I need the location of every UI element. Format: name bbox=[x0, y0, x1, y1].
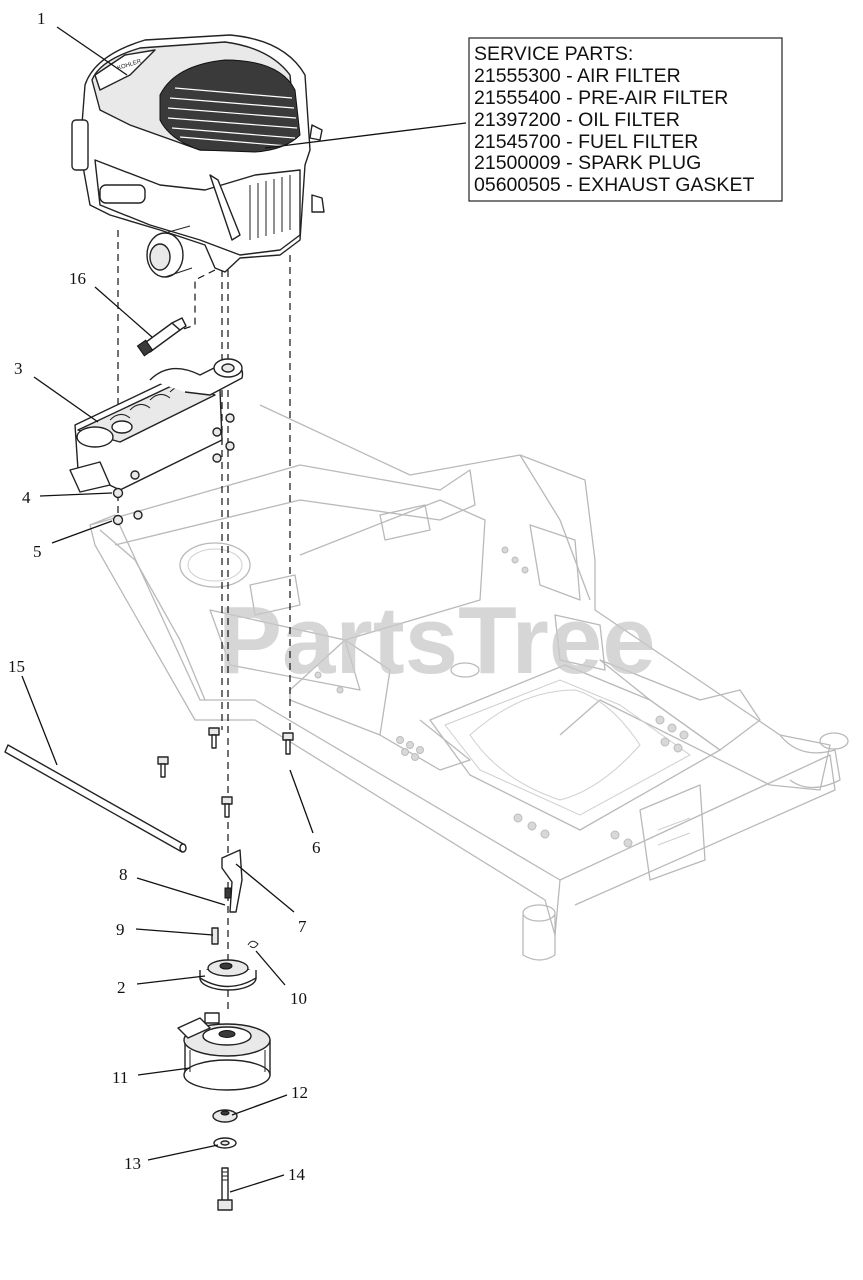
callout-4: 4 bbox=[22, 488, 31, 507]
service-part-air-filter: 21555300 - AIR FILTER bbox=[474, 65, 681, 87]
lock-washer-4 bbox=[112, 487, 124, 499]
callout-13: 13 bbox=[124, 1154, 141, 1173]
engine-bolts bbox=[157, 727, 294, 818]
nut-5 bbox=[112, 514, 124, 526]
callout-3: 3 bbox=[14, 359, 23, 378]
electric-clutch bbox=[177, 1012, 271, 1091]
leader-lines bbox=[21, 26, 467, 1193]
clutch-bolt bbox=[217, 1167, 233, 1211]
service-part-exhaust-gasket: 05600505 - EXHAUST GASKET bbox=[474, 174, 754, 196]
spark-plug bbox=[136, 317, 187, 357]
service-part-fuel-filter: 21545700 - FUEL FILTER bbox=[474, 131, 698, 153]
service-part-oil-filter: 21397200 - OIL FILTER bbox=[474, 109, 680, 131]
callout-15: 15 bbox=[8, 657, 25, 676]
service-part-spark-plug: 21500009 - SPARK PLUG bbox=[474, 152, 701, 174]
service-part-pre-air-filter: 21555400 - PRE-AIR FILTER bbox=[474, 87, 728, 109]
callout-16: 16 bbox=[69, 269, 86, 288]
callout-6: 6 bbox=[312, 838, 321, 857]
callout-10: 10 bbox=[290, 989, 307, 1008]
service-parts-box: SERVICE PARTS: 21555300 - AIR FILTER 215… bbox=[468, 37, 783, 202]
muffler bbox=[69, 358, 244, 493]
hardware-nuts bbox=[112, 413, 235, 526]
callout-7: 7 bbox=[298, 917, 307, 936]
retaining-clip bbox=[247, 940, 259, 949]
callout-14: 14 bbox=[288, 1165, 306, 1184]
callout-1: 1 bbox=[37, 9, 46, 28]
callout-12: 12 bbox=[291, 1083, 308, 1102]
clutch-bracket bbox=[221, 849, 243, 913]
callout-2: 2 bbox=[117, 978, 126, 997]
callout-5: 5 bbox=[33, 542, 42, 561]
pulley bbox=[199, 959, 257, 991]
chassis-frame bbox=[89, 404, 849, 961]
key bbox=[211, 927, 219, 945]
watermark-text: PartsTree bbox=[218, 587, 656, 694]
service-parts-header: SERVICE PARTS: bbox=[474, 43, 633, 65]
callout-9: 9 bbox=[116, 920, 125, 939]
callout-8: 8 bbox=[119, 865, 128, 884]
callout-numbers: 1 16 3 4 5 15 6 8 7 9 10 2 11 12 13 14 bbox=[8, 9, 321, 1184]
washer bbox=[213, 1137, 237, 1149]
rod bbox=[4, 744, 187, 853]
spacer bbox=[212, 1109, 238, 1123]
callout-11: 11 bbox=[112, 1068, 128, 1087]
engine: KOHLER bbox=[71, 34, 325, 278]
